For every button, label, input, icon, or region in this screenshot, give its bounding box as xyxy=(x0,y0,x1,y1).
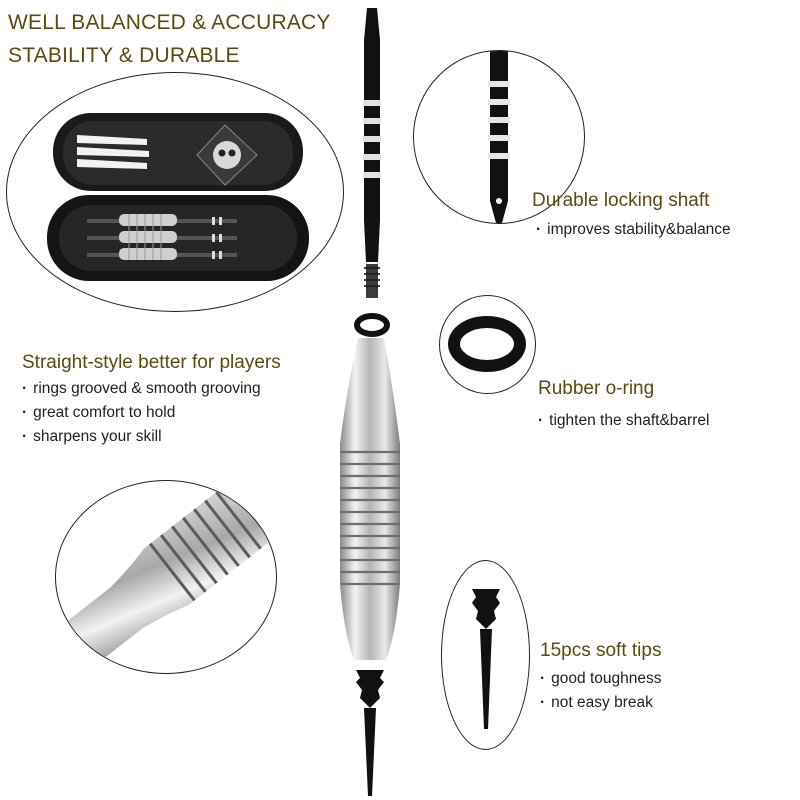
o-ring-detail-image xyxy=(448,316,526,372)
feature-soft-tips-title: 15pcs soft tips xyxy=(540,640,662,661)
small-o-ring xyxy=(354,313,390,337)
feature-barrel-bullet: sharpens your skill xyxy=(22,425,281,449)
headline-line-1: WELL BALANCED & ACCURACY xyxy=(8,11,331,34)
feature-soft-tips-bullet: good toughness xyxy=(540,667,661,691)
feature-o-ring-bullet: tighten the shaft&barrel xyxy=(538,409,709,433)
feature-soft-tips-bullet: not easy break xyxy=(540,691,662,715)
feature-barrel-title: Straight-style better for players xyxy=(22,352,281,373)
dart-case-circle xyxy=(6,72,344,312)
soft-tip-detail-circle xyxy=(441,560,530,750)
feature-o-ring-title: Rubber o-ring xyxy=(538,378,655,399)
feature-barrel-bullet: rings grooved & smooth grooving xyxy=(22,377,281,401)
feature-barrel-bullets: rings grooved & smooth grooving great co… xyxy=(22,377,281,449)
dart-soft-tip xyxy=(356,670,384,796)
feature-shaft-bullet: improves stability&balance xyxy=(536,218,731,242)
feature-o-ring: Rubber o-ring tighten the shaft&barrel xyxy=(538,378,709,433)
shaft-detail-image xyxy=(488,51,510,223)
barrel-detail-image xyxy=(56,481,276,673)
soft-tip-detail-image xyxy=(472,589,500,729)
feature-barrel: Straight-style better for players rings … xyxy=(22,352,281,449)
feature-shaft: Durable locking shaft improves stability… xyxy=(532,190,731,242)
headline-line-2: STABILITY & DURABLE xyxy=(8,44,240,67)
feature-barrel-bullet: great comfort to hold xyxy=(22,401,281,425)
headline: WELL BALANCED & ACCURACY STABILITY & DUR… xyxy=(8,6,331,72)
o-ring-detail-circle xyxy=(439,295,536,394)
dart-shaft xyxy=(363,8,381,298)
feature-shaft-title: Durable locking shaft xyxy=(532,190,710,211)
dart-case-image xyxy=(47,113,309,281)
dart-barrel xyxy=(340,338,400,660)
barrel-detail-circle xyxy=(55,480,277,674)
shaft-detail-circle xyxy=(413,50,585,224)
feature-soft-tips: 15pcs soft tips good toughness not easy … xyxy=(540,640,662,715)
feature-soft-tips-bullets: good toughness not easy break xyxy=(540,667,662,715)
